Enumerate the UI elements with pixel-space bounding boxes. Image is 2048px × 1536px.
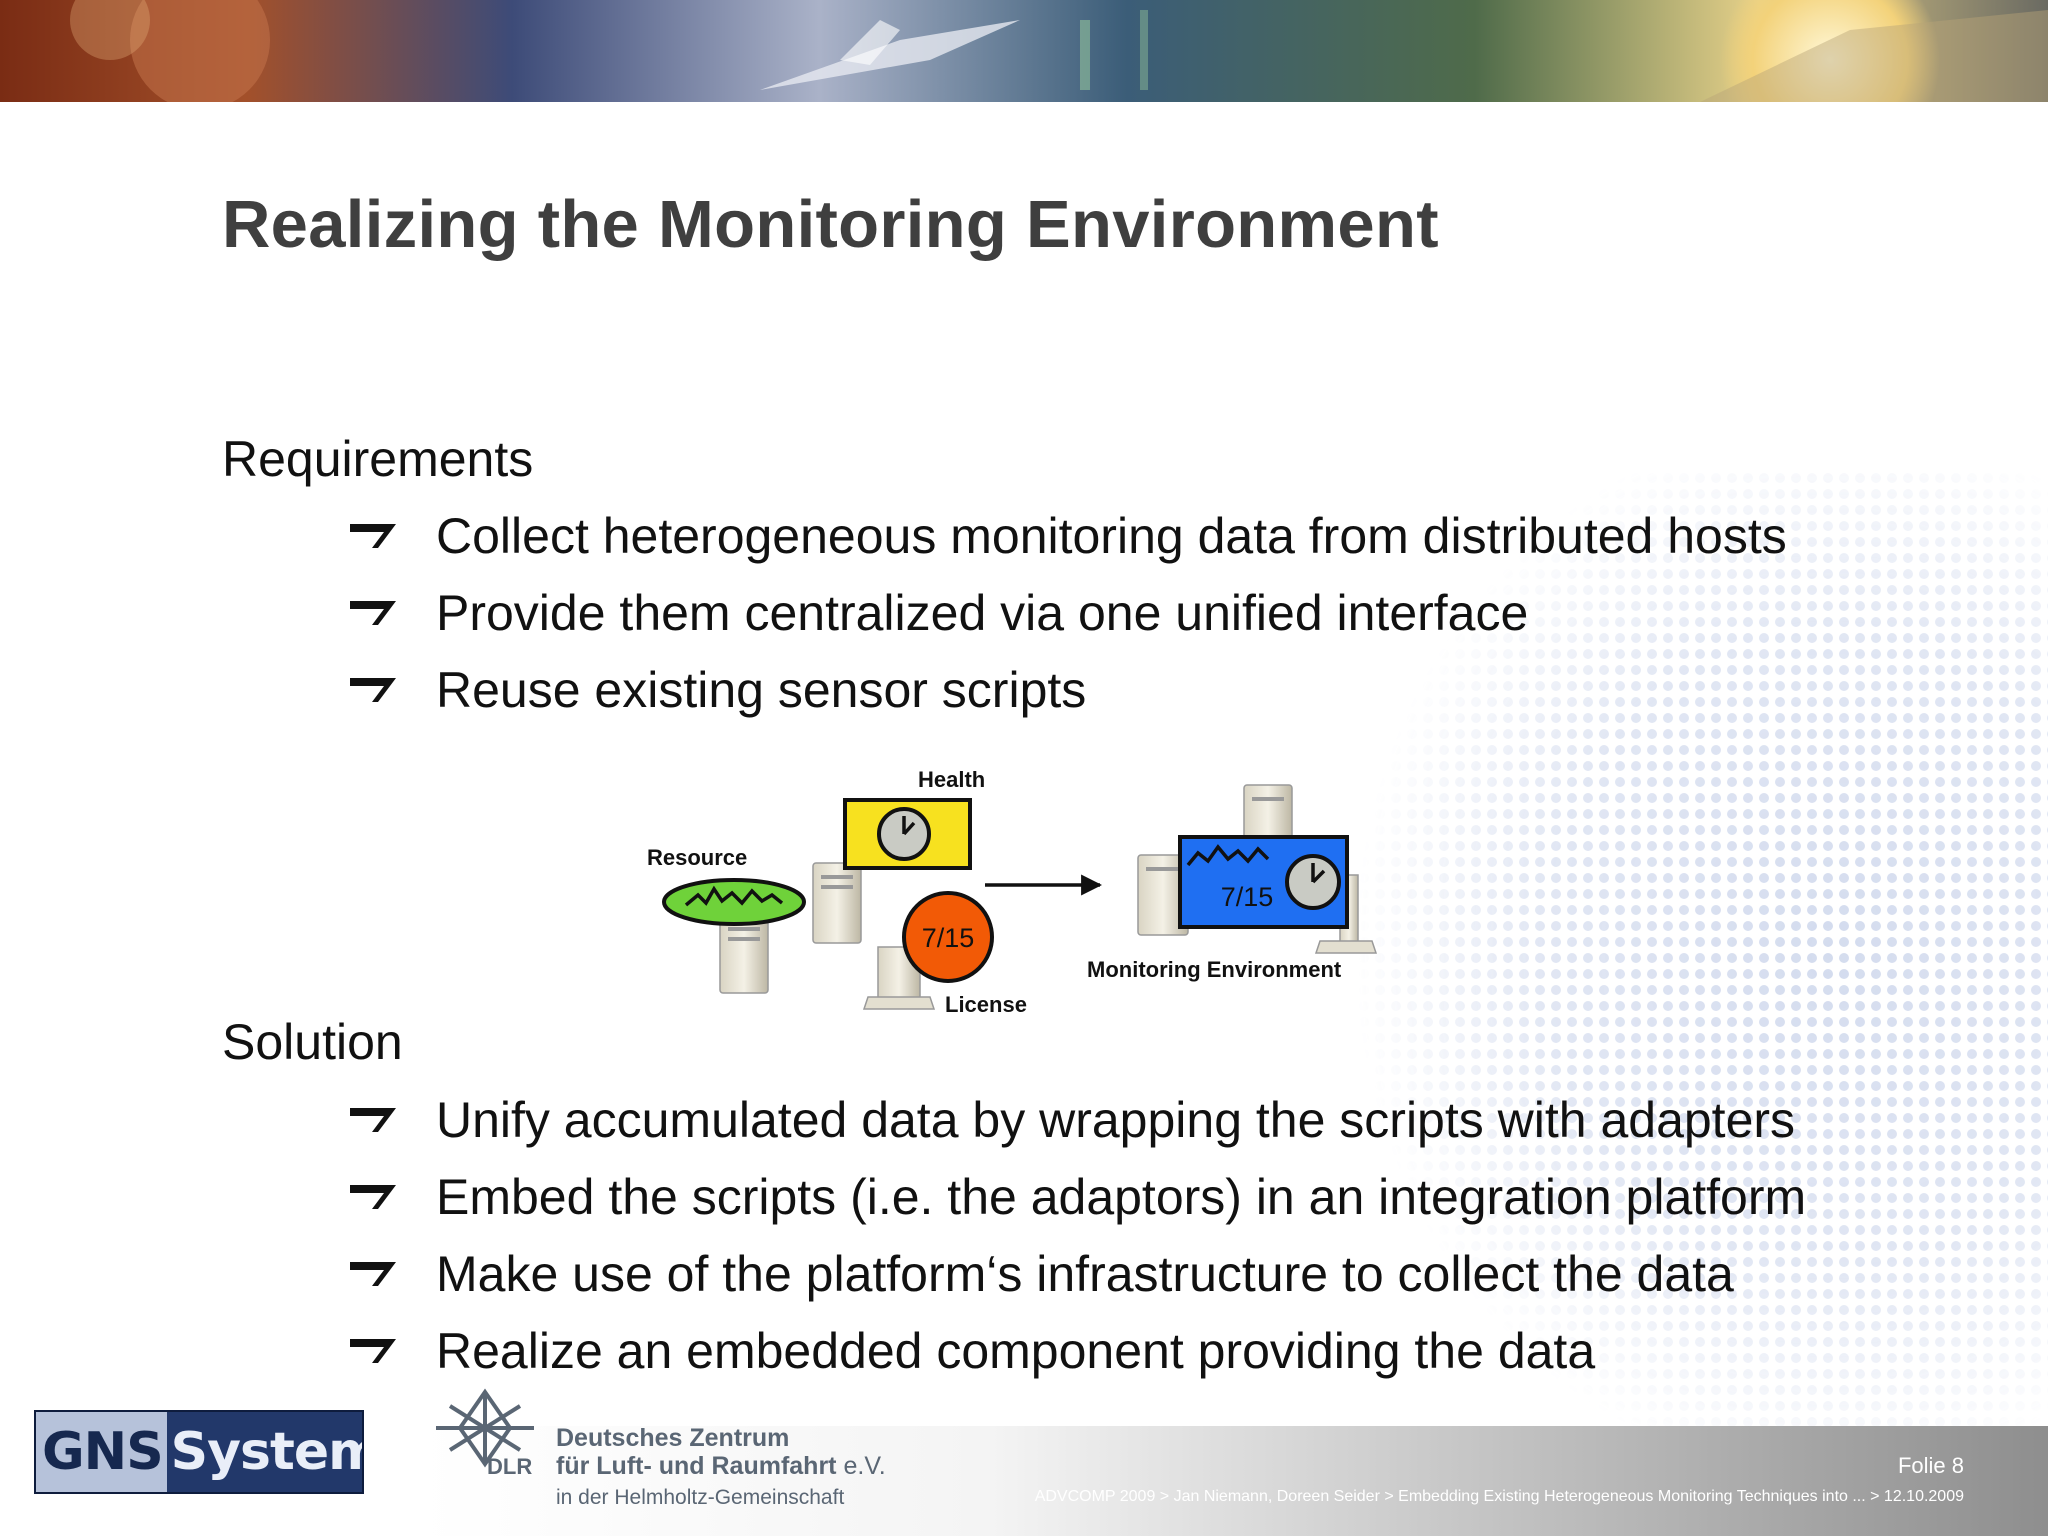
slide-number: Folie 8 [1897, 1453, 1964, 1478]
arrow-bullet-icon [350, 1339, 396, 1363]
monitoring-diagram: Resource Health 7/15 License 7/15 [647, 767, 1378, 1017]
solution-text: Realize an embedded component providing … [436, 1323, 1596, 1379]
header-banner-image [0, 0, 2048, 102]
clock-icon [877, 807, 931, 861]
dlr-helmholtz-line: in der Helmholtz-Gemeinschaft [556, 1486, 845, 1509]
server-icon [719, 914, 769, 994]
solution-heading: Solution [222, 1014, 403, 1070]
slide-title: Realizing the Monitoring Environment [222, 187, 1439, 262]
clock-icon [1285, 854, 1341, 910]
arrow-bullet-icon [350, 678, 396, 702]
dlr-name-suffix: e.V. [843, 1452, 886, 1480]
dlr-logo-icon [436, 1388, 534, 1468]
resource-indicator [662, 878, 806, 926]
server-icon [812, 862, 862, 944]
solution-text: Make use of the platform‘s infrastructur… [436, 1246, 1734, 1302]
arrow-bullet-icon [350, 1262, 396, 1286]
resource-sparkline-icon [684, 885, 784, 907]
gns-systems-logo: GNSSystems [34, 1410, 364, 1494]
gns-logo-part1: GNS [36, 1412, 167, 1492]
gns-logo-part2: Systems [170, 1422, 362, 1482]
license-indicator [902, 891, 994, 983]
resource-label: Resource [647, 845, 747, 870]
monitoring-count: 7/15 [1221, 882, 1274, 912]
health-label: Health [918, 767, 985, 792]
arrow-bullet-icon [350, 1108, 396, 1132]
dlr-abbrev: DLR [487, 1454, 533, 1479]
requirement-text: Reuse existing sensor scripts [436, 662, 1087, 718]
monitoring-sparkline-icon [1186, 844, 1270, 867]
dlr-name-line1: Deutsches Zentrum [556, 1424, 790, 1452]
requirements-heading: Requirements [222, 431, 534, 487]
solution-text: Embed the scripts (i.e. the adaptors) in… [436, 1169, 1807, 1225]
dlr-name-line2: für Luft- und Raumfahrt e.V. [556, 1452, 886, 1481]
requirement-text: Collect heterogeneous monitoring data fr… [436, 508, 1787, 564]
arrow-bullet-icon [350, 601, 396, 625]
requirement-text: Provide them centralized via one unified… [436, 585, 1529, 641]
solution-text: Unify accumulated data by wrapping the s… [436, 1092, 1796, 1148]
dlr-name-line2-text: für Luft- und Raumfahrt [556, 1452, 837, 1480]
arrow-bullet-icon [350, 1185, 396, 1209]
monitoring-label: Monitoring Environment [1087, 957, 1342, 982]
footer-meta: ADVCOMP 2009 > Jan Niemann, Doreen Seide… [1034, 1488, 1964, 1505]
license-label: License [945, 992, 1027, 1017]
license-count: 7/15 [922, 923, 975, 953]
arrow-bullet-icon [350, 524, 396, 548]
footer-band [420, 1426, 2048, 1536]
